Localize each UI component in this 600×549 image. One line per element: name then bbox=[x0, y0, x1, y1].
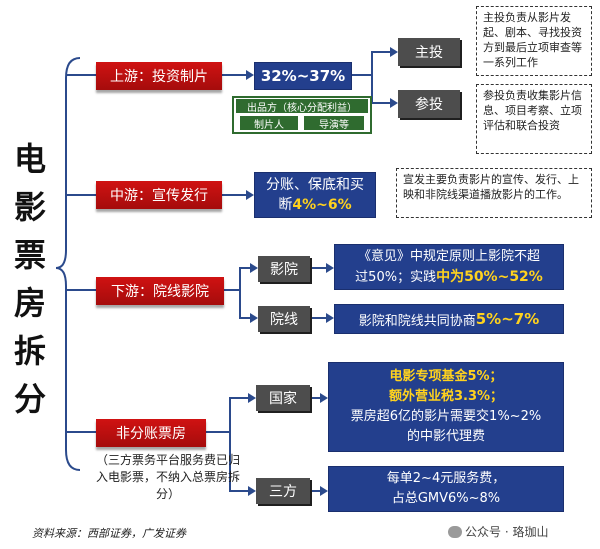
main-brace bbox=[55, 57, 81, 471]
chain-box: 院线 bbox=[258, 306, 310, 332]
cinema-share-line1: 《意见》中规定原则上影院不超 bbox=[357, 248, 540, 264]
midstream-label: 中游：宣传发行 bbox=[96, 181, 222, 209]
midstream-share-value: 4%~6% bbox=[292, 197, 352, 213]
main-invest-box: 主投 bbox=[398, 38, 460, 66]
producer-item-director: 导演等 bbox=[304, 116, 364, 131]
third-party-box: 三方 bbox=[256, 478, 310, 504]
watermark: 公众号 · 珞珈山 bbox=[448, 523, 548, 540]
upstream-label: 上游：投资制片 bbox=[96, 62, 222, 90]
third-party-line2: 占总GMV6%~8% bbox=[391, 491, 501, 506]
state-line-fund: 电影专项基金5%； bbox=[389, 369, 503, 384]
co-invest-note: 参投负责收集影片信息、项目考察、立项评估和联合投资 bbox=[476, 84, 592, 154]
producer-item-producer: 制片人 bbox=[240, 116, 298, 131]
title-char: 分 bbox=[13, 380, 46, 418]
upstream-share: 32%~37% bbox=[254, 62, 352, 90]
midstream-share-prefix: 断 bbox=[278, 197, 293, 213]
third-party-detail: 每单2~4元服务费， 占总GMV6%~8% bbox=[328, 466, 564, 512]
midstream-share: 分账、保底和买 断4%~6% bbox=[254, 172, 376, 218]
cinema-share-prefix: 过50%；实践 bbox=[355, 269, 437, 285]
title-char: 拆 bbox=[13, 332, 46, 370]
vertical-title: 电 影 票 房 拆 分 bbox=[8, 135, 52, 418]
chain-share-value: 5%~7% bbox=[475, 310, 540, 328]
wechat-icon bbox=[448, 526, 462, 538]
state-box: 国家 bbox=[256, 385, 310, 411]
producer-box: 出品方（核心分配利益） 制片人 导演等 bbox=[232, 96, 372, 134]
cinema-box: 影院 bbox=[258, 256, 310, 282]
producer-title: 出品方（核心分配利益） bbox=[236, 99, 368, 114]
title-char: 电 bbox=[13, 140, 46, 178]
third-party-line1: 每单2~4元服务费， bbox=[386, 471, 506, 486]
midstream-share-line1: 分账、保底和买 bbox=[266, 177, 364, 193]
state-line-fee-cont: 的中影代理费 bbox=[406, 429, 485, 444]
chain-share-text: 影院和院线共同协商 bbox=[358, 313, 476, 329]
watermark-text: 公众号 · 珞珈山 bbox=[465, 525, 549, 539]
cinema-share: 《意见》中规定原则上影院不超 过50%；实践中为50%~52% bbox=[334, 244, 564, 290]
title-char: 票 bbox=[13, 236, 46, 274]
downstream-label: 下游：院线影院 bbox=[96, 277, 224, 305]
main-invest-note: 主投负责从影片发起、剧本、寻找投资方到最后立项审查等一系列工作 bbox=[476, 6, 592, 76]
midstream-note: 宣发主要负责影片的宣传、发行、上映和非院线渠道播放影片的工作。 bbox=[396, 168, 592, 218]
state-line-tax: 额外营业税3.3%； bbox=[388, 389, 504, 404]
non-split-label: 非分账票房 bbox=[96, 419, 206, 447]
state-line-fee: 票房超6亿的影片需要交1%~2% bbox=[350, 409, 542, 424]
state-detail: 电影专项基金5%； 额外营业税3.3%； 票房超6亿的影片需要交1%~2% 的中… bbox=[328, 362, 564, 452]
source-note: 资料来源：西部证券，广发证券 bbox=[32, 527, 186, 540]
title-char: 影 bbox=[13, 188, 46, 226]
co-invest-box: 参投 bbox=[398, 90, 460, 118]
title-char: 房 bbox=[13, 284, 46, 322]
cinema-share-value: 中为50%~52% bbox=[436, 268, 543, 285]
cinema-share-line2: 过50%；实践中为50%~52% bbox=[355, 267, 543, 288]
non-split-note: （三方票务平台服务费已归入电影票，不纳入总票房拆分） bbox=[96, 453, 241, 501]
midstream-share-line2: 断4%~6% bbox=[278, 195, 351, 215]
